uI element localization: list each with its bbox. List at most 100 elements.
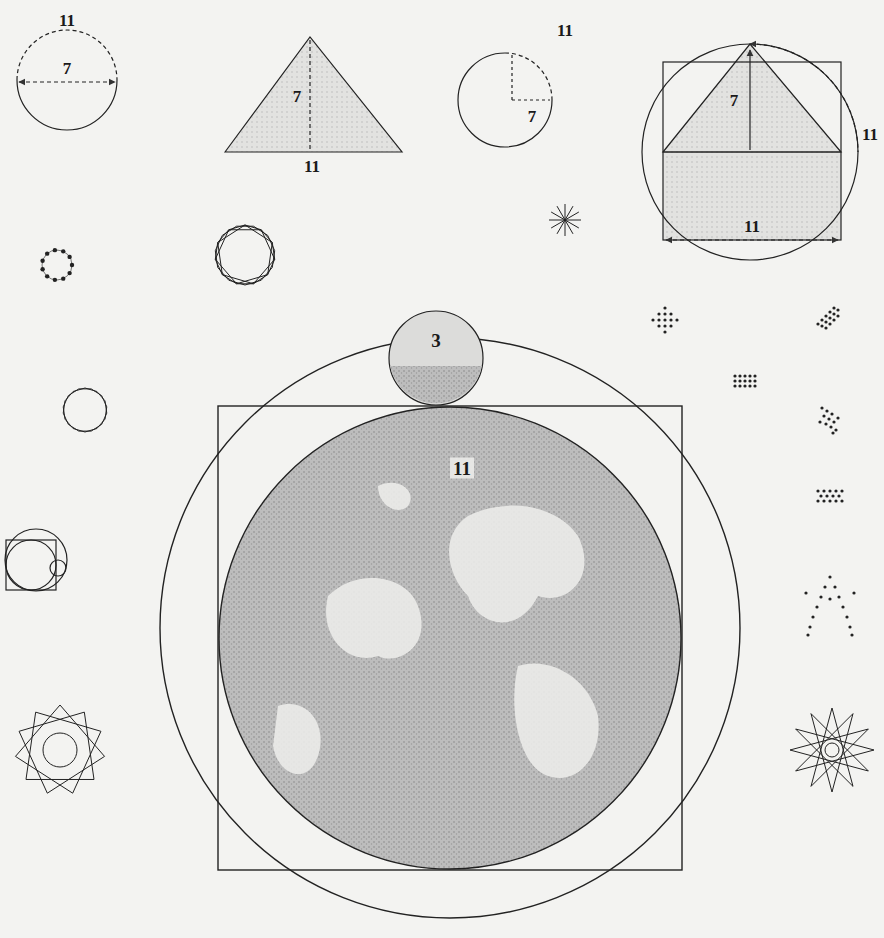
dot <box>822 489 825 492</box>
dot <box>808 625 811 628</box>
earth-disc <box>219 407 681 869</box>
land-mass <box>449 506 584 623</box>
dot <box>822 414 825 417</box>
dot <box>61 249 65 253</box>
moon-shape <box>388 310 484 406</box>
dimension-number: 7 <box>730 92 739 109</box>
dimension-number: 7 <box>293 88 302 105</box>
dimension-number: 7 <box>528 108 537 125</box>
height-arrow <box>749 50 750 150</box>
dot <box>824 326 827 329</box>
dot <box>825 494 828 497</box>
dot <box>828 597 831 600</box>
star-polygon <box>215 225 274 284</box>
asterisk <box>565 220 566 236</box>
dot <box>828 316 831 319</box>
dotted-circle <box>42 250 72 280</box>
dot <box>828 322 831 325</box>
circle-outline <box>458 53 552 147</box>
dot <box>820 406 823 409</box>
dimension-number: 11 <box>862 126 878 143</box>
asterisk <box>565 212 579 220</box>
dot <box>828 575 831 578</box>
star-circle <box>43 733 77 767</box>
dot <box>663 330 666 333</box>
dot <box>837 494 840 497</box>
dot <box>820 318 823 321</box>
dot <box>45 274 49 278</box>
earth-circle: 11 <box>218 406 682 870</box>
dot <box>825 409 828 412</box>
dot <box>832 420 835 423</box>
dot <box>824 314 827 317</box>
dot <box>836 416 839 419</box>
dot <box>852 591 855 594</box>
emblem-circle <box>6 540 56 590</box>
dot <box>733 384 736 387</box>
dot <box>832 306 835 309</box>
dot <box>738 384 741 387</box>
dot <box>669 318 672 321</box>
dot <box>657 318 660 321</box>
dot <box>834 428 837 431</box>
dot <box>816 322 819 325</box>
dot <box>753 374 756 377</box>
dot <box>845 615 848 618</box>
asterisk <box>565 204 566 220</box>
land-mass <box>378 483 411 510</box>
dimension-number: 11 <box>59 12 75 29</box>
triangle <box>225 37 402 152</box>
star-polygon <box>63 389 107 432</box>
dot <box>748 374 751 377</box>
dot <box>829 425 832 428</box>
asterisk <box>565 220 573 234</box>
dot <box>816 499 819 502</box>
dashed-arc <box>750 44 858 152</box>
dot <box>651 318 654 321</box>
dot <box>824 320 827 323</box>
land-mass <box>326 578 422 659</box>
dot <box>40 267 44 271</box>
square <box>218 406 682 870</box>
dot <box>53 278 57 282</box>
dot <box>40 259 44 263</box>
dashed-arc <box>505 53 552 100</box>
star-polygon <box>63 388 107 431</box>
dot <box>70 263 74 267</box>
dot <box>738 374 741 377</box>
dot <box>743 379 746 382</box>
circle-outline <box>642 44 858 260</box>
dot <box>828 489 831 492</box>
dot <box>675 318 678 321</box>
base-line <box>663 151 841 152</box>
emblem-circle <box>50 560 66 576</box>
dot <box>834 499 837 502</box>
dot <box>834 489 837 492</box>
dot <box>733 374 736 377</box>
dot <box>657 312 660 315</box>
dimension-number: 7 <box>63 60 72 77</box>
dot <box>824 422 827 425</box>
dot <box>833 585 836 588</box>
dot <box>840 489 843 492</box>
dot <box>53 248 57 252</box>
diameter-line <box>19 81 115 82</box>
dot <box>836 314 839 317</box>
dot <box>830 412 833 415</box>
dot <box>848 625 851 628</box>
dot <box>837 595 840 598</box>
dot <box>831 431 834 434</box>
moon-shade <box>390 366 482 403</box>
asterisk <box>565 220 581 221</box>
dot <box>67 271 71 275</box>
dot <box>811 615 814 618</box>
dot <box>753 384 756 387</box>
dot <box>804 591 807 594</box>
dimension-number: 11 <box>304 158 320 175</box>
dimension-number: 11 <box>557 22 573 39</box>
land-mass <box>514 663 598 777</box>
dot <box>669 324 672 327</box>
circle-outline <box>17 80 117 130</box>
asterisk <box>551 220 565 228</box>
dot <box>819 494 822 497</box>
